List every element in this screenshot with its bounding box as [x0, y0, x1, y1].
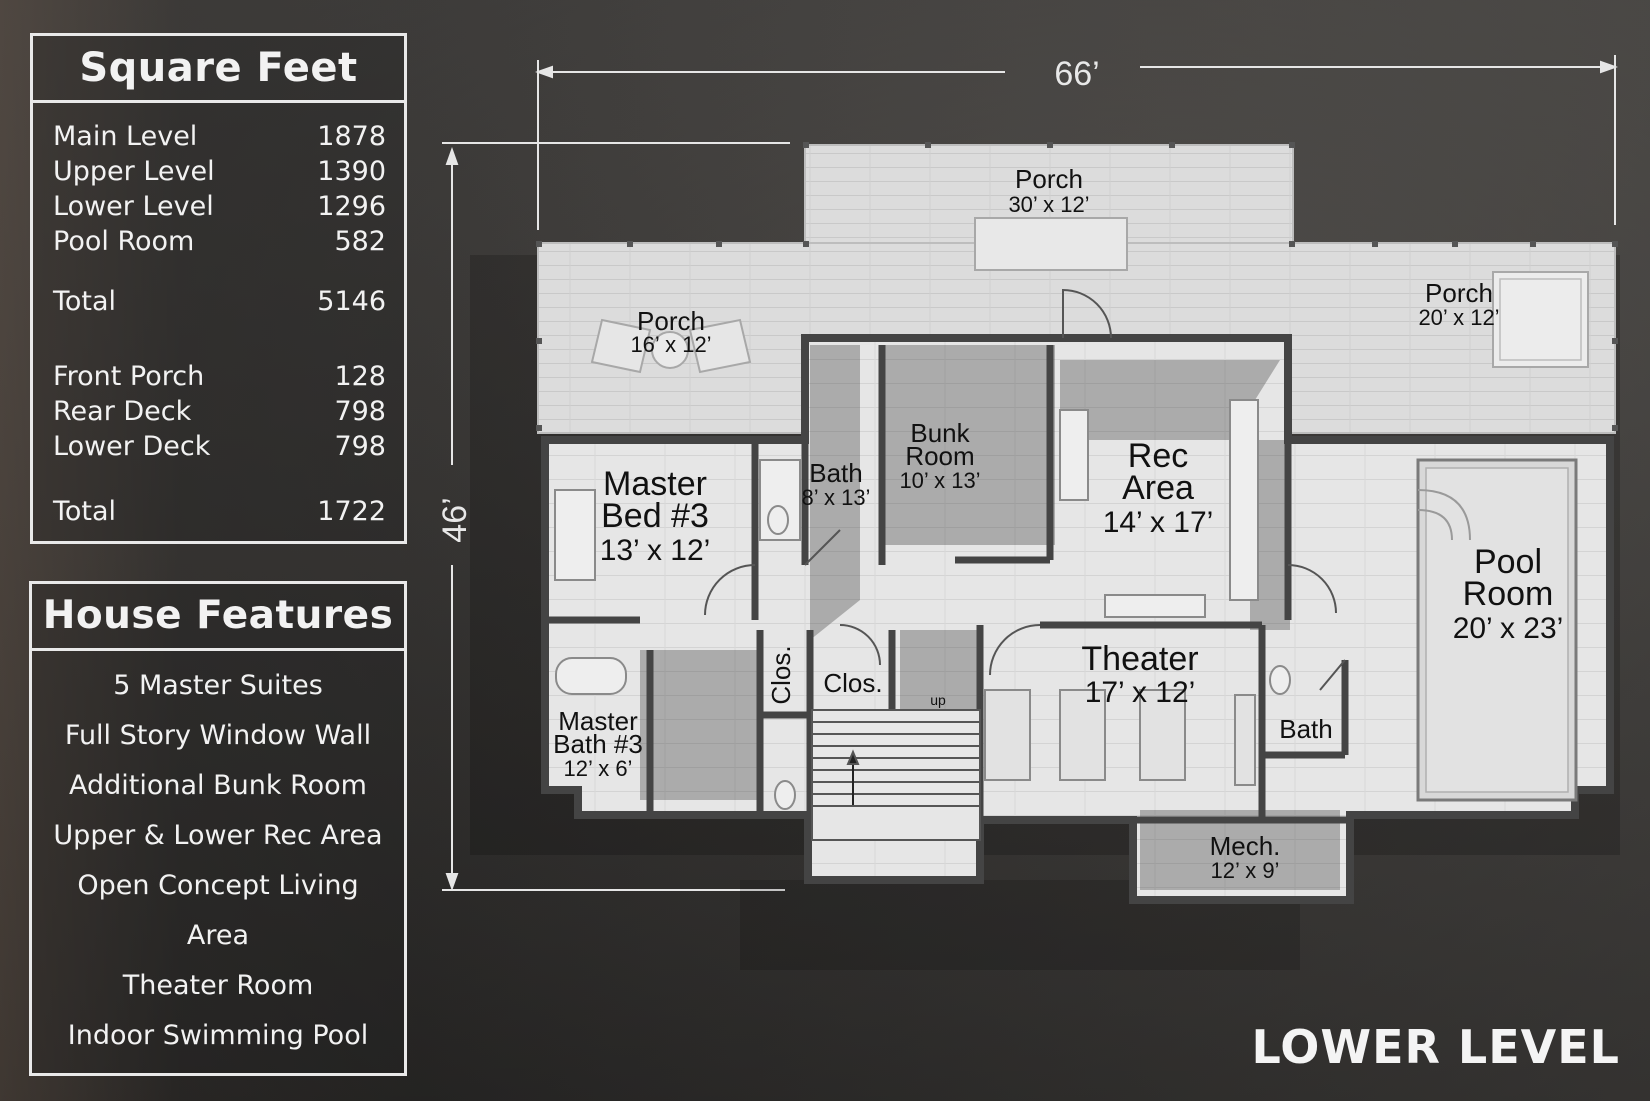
mech-size: 12’ x 9’ [1211, 858, 1280, 883]
pool-room-size: 20’ x 23’ [1453, 612, 1564, 645]
level-label: LOWER LEVEL [1251, 1020, 1620, 1074]
bunk-room-name: Bunk [910, 418, 970, 448]
porch-right-size: 20’ x 12’ [1418, 305, 1499, 330]
mech-name: Mech. [1210, 831, 1281, 861]
master-bath-name: Master [558, 706, 638, 736]
interior-walls [545, 345, 1350, 824]
rec-area-size: 14’ x 17’ [1103, 506, 1214, 539]
porch-top-size: 30’ x 12’ [1008, 192, 1089, 217]
feature-item: 5 Master Suites [113, 670, 323, 701]
feature-item: Theater Room [122, 970, 314, 1001]
master-bath-name: Bath #3 [553, 729, 643, 759]
door-swings [704, 288, 1346, 691]
feature-item: Upper & Lower Rec Area [53, 820, 383, 851]
master-bath-size: 12’ x 6’ [564, 756, 633, 781]
master-bed-name: Master [603, 465, 707, 503]
porch-posts [536, 142, 1618, 431]
bath-small-name: Bath [809, 458, 863, 488]
pool-room-name: Pool [1474, 543, 1542, 581]
porch-left-size: 16’ x 12’ [630, 332, 711, 357]
depth-dimension-label: 46’ [436, 497, 474, 542]
dimension-lines [442, 55, 1618, 891]
stair-up-label: up [930, 692, 946, 708]
bath-small-size: 8’ x 13’ [802, 485, 871, 510]
theater-size: 17’ x 12’ [1085, 676, 1196, 709]
feature-item: Full Story Window Wall [64, 720, 372, 751]
staircase [811, 709, 981, 841]
width-dimension-label: 66’ [1054, 55, 1099, 93]
bunk-room-name: Room [905, 441, 974, 471]
bunk-room-size: 10’ x 13’ [899, 468, 980, 493]
room-labels: Porch 30’ x 12’ Porch 16’ x 12’ Porch 20… [553, 164, 1563, 883]
feature-item: Area [186, 920, 250, 951]
master-bed-name: Bed #3 [601, 497, 709, 535]
house-features-list: 5 Master Suites Full Story Window Wall A… [32, 651, 404, 1061]
theater-name: Theater [1081, 640, 1198, 678]
porch-decks [537, 144, 1616, 434]
square-feet-title: Square Feet [33, 36, 404, 103]
closet-vertical-label: Clos. [766, 645, 796, 704]
porch-left-name: Porch [637, 306, 705, 336]
porch-right-name: Porch [1425, 278, 1493, 308]
feature-item: Indoor Swimming Pool [67, 1020, 369, 1051]
house-features-title: House Features [32, 584, 404, 651]
house-features-panel: House Features 5 Master Suites Full Stor… [29, 581, 407, 1076]
pool [1416, 458, 1578, 802]
closet-label: Clos. [823, 668, 882, 698]
bath-right-name: Bath [1279, 714, 1333, 744]
master-bed-size: 13’ x 12’ [600, 534, 711, 567]
rec-area-name: Area [1122, 469, 1194, 507]
pool-room-name: Room [1463, 575, 1554, 613]
feature-item: Open Concept Living [77, 870, 359, 901]
feature-item: Additional Bunk Room [69, 770, 367, 801]
porch-top-name: Porch [1015, 164, 1083, 194]
rec-area-name: Rec [1128, 437, 1188, 475]
fixtures [554, 399, 1291, 810]
